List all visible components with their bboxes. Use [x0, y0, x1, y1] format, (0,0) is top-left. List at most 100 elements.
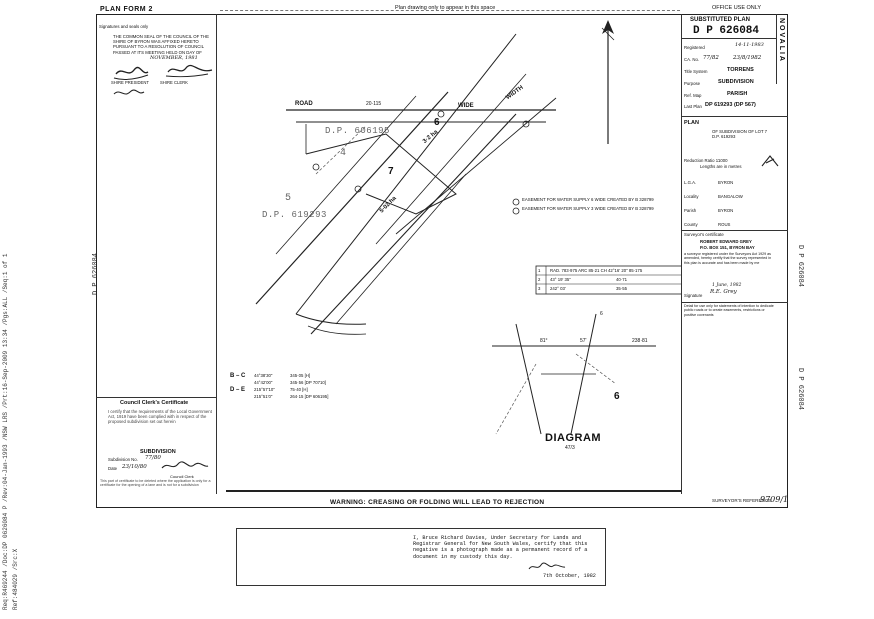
lengths-note: Lengths are in metres [700, 164, 742, 169]
plan-number: D P 626084 [693, 25, 760, 37]
seal-date-handwritten: NOVEMBER, 1981 [150, 55, 198, 61]
lot-6-diagram-secondary: 6 [600, 311, 603, 317]
subdivision-no-label: Subdivision No. [108, 457, 138, 462]
right-side-plan-number-2: D P 626084 [796, 368, 804, 411]
council-signatures [113, 64, 213, 95]
bearing-legend-cell: 44°42'00" [254, 380, 273, 385]
registrar-certificate-text: I, Bruce Richard Davies, Under Secretary… [413, 535, 588, 560]
lot-7-label: 7 [388, 166, 394, 177]
surveyor-address: P.O. BOX 151, BYRON BAY [700, 245, 755, 250]
clerk-date: 23/10/80 [122, 464, 147, 470]
bearing-legend-cell: 215°57'10" [254, 387, 275, 392]
curve-table-cell: 2 [538, 277, 541, 282]
clerk-cert-text: I certify that the requirements of the L… [108, 409, 212, 425]
bearing-legend-cell: 75·40 [H] [290, 387, 308, 392]
bearing-legend-cell: 215°51'0" [254, 394, 273, 399]
bearing-legend-cell: 44°38'30" [254, 373, 273, 378]
surveyor-name: ROBERT EDWARD GREY [700, 239, 752, 244]
bearing-legend-cell: 345·05 [H] [290, 373, 311, 378]
clerk-signature [161, 461, 209, 469]
reduction-label: Reduction Ratio 1: [684, 158, 720, 163]
clerk-label: Council Clerk [170, 474, 194, 479]
registrar-certificate-date: 7th October, 1982 [543, 573, 596, 579]
curve-table-cell: 1 [538, 268, 541, 273]
surveyor-date: 1 June, 1982 [712, 283, 742, 288]
registered-date: 14-11-1983 [735, 42, 764, 48]
diagram-reference: 47/3 [565, 445, 575, 451]
plan-of-subdivision: OF SUBDIVISION OF LOT 7 D.P. 619293 [712, 129, 768, 140]
ref-map: PARISH [727, 91, 748, 97]
diagram-title: DIAGRAM [545, 432, 602, 444]
curve-table: 1 RAD. 783·975 ARC 85·21 CH 42°16' 20" 85… [536, 266, 686, 294]
clerk-footnote: This part of certificate to be deleted w… [100, 479, 211, 488]
easement-note: Detail for use only for statements of in… [684, 304, 774, 317]
registrar-certificate-box: I, Bruce Richard Davies, Under Secretary… [236, 528, 606, 586]
surveyor-signature: R.E. Grey [710, 289, 737, 295]
registry-search-stamp: Req:R469244 /Doc:DP 0626084 P /Rev:04-Ja… [2, 253, 9, 610]
dp-label-619293: D.P. 619293 [262, 210, 327, 220]
lga-label: L.G.A. [684, 180, 697, 185]
diagram-lot-6: 6 [614, 391, 620, 402]
north-point-small-icon [761, 155, 779, 167]
surveyors-reference-label: SURVEYOR'S REFERENCE [712, 498, 772, 503]
lot-5-label: 5 [285, 193, 292, 204]
title-system-label: Title System [684, 69, 708, 74]
top-dashed-line [220, 10, 680, 11]
surveyors-reference: 9709/1 [760, 495, 789, 504]
reduction-ratio: 1000 [718, 158, 728, 163]
last-plan-label: Last Plan [684, 104, 702, 109]
surveyor-heading: Surveyor's certificate [684, 232, 724, 237]
ca-number: 77/82 [703, 55, 719, 61]
curve-table-cell: 40·71 [616, 277, 627, 282]
last-plan: DP 619293 (DP 567) [705, 102, 756, 108]
registry-reference-stamp: Ref:484029 /Src:X [12, 548, 19, 610]
lot-4-label: 4 [340, 148, 347, 159]
clerk-cert-top-rule [96, 397, 216, 398]
bearing-legend-cell: 345·56 [DP 70710] [290, 380, 326, 385]
ref-map-label: Ref. Map [684, 93, 702, 98]
side-tab-divider [776, 14, 777, 84]
left-panel-divider [216, 14, 217, 494]
subdivision-word: SUBDIVISION [140, 449, 176, 455]
easement-1: EASEMENT FOR WATER SUPPLY 6 WIDE CREATED… [522, 197, 654, 202]
curve-table-cell: 242° 03' [550, 286, 566, 291]
locality: BANGALOW [718, 194, 743, 199]
surveyor-signature-label: Signature [684, 293, 703, 298]
purpose: SUBDIVISION [718, 79, 754, 85]
purpose-label: Purpose [684, 81, 701, 86]
signatures-label: Signatures and seals only [99, 24, 149, 29]
clerk-date-label: Date [108, 466, 118, 471]
parish: BYRON [718, 208, 734, 213]
right-side-plan-number: D P 626084 [796, 245, 804, 288]
bearing-legend-cell: 264·15 [DP 606195] [290, 394, 329, 399]
side-tab-label: NOVALIA [778, 18, 785, 63]
plan-section-rule [681, 116, 788, 117]
council-seal-text: THE COMMON SEAL OF THE COUNCIL OF THE SH… [113, 34, 209, 55]
diagram-distance: 238·81 [632, 338, 648, 344]
registered-label: Registered [684, 45, 705, 50]
parish-label: Parish [684, 208, 697, 213]
plan-form-label: PLAN FORM 2 [100, 6, 153, 13]
office-use-label: OFFICE USE ONLY [712, 5, 762, 11]
locality-label: Locality [684, 194, 699, 199]
county: ROUS [718, 222, 731, 227]
curve-table-cell: RAD. 783·975 ARC 85·21 CH 42°16' 20" 85·… [550, 268, 643, 273]
registrar-signature [528, 562, 566, 570]
curve-table-cell: 35·55 [616, 286, 627, 291]
curve-table-cell: 43° 19' 35" [550, 277, 571, 282]
top-notice: Plan drawing only to appear in this spac… [395, 5, 496, 11]
easement-note-rule [681, 302, 788, 303]
substituted-plan-label: SUBSTITUTED PLAN [690, 17, 750, 23]
title-system: TORRENS [727, 67, 754, 73]
shire-clerk-label: SHIRE CLERK [160, 80, 188, 85]
curve-table-cell: 3 [538, 286, 541, 291]
surveyor-certificate-text: a surveyor registered under the Surveyor… [684, 252, 772, 265]
plan-number-rule [681, 38, 776, 39]
lot-6-label: 6 [434, 117, 440, 128]
plan-heading: PLAN [684, 120, 699, 126]
county-label: County [684, 222, 698, 227]
surveyor-rule [681, 230, 788, 231]
easement-2: EASEMENT FOR WATER SUPPLY 3 WIDE CREATED… [522, 206, 654, 211]
lga: BYRON [718, 180, 734, 185]
road-wide-label: WIDE [458, 103, 474, 109]
